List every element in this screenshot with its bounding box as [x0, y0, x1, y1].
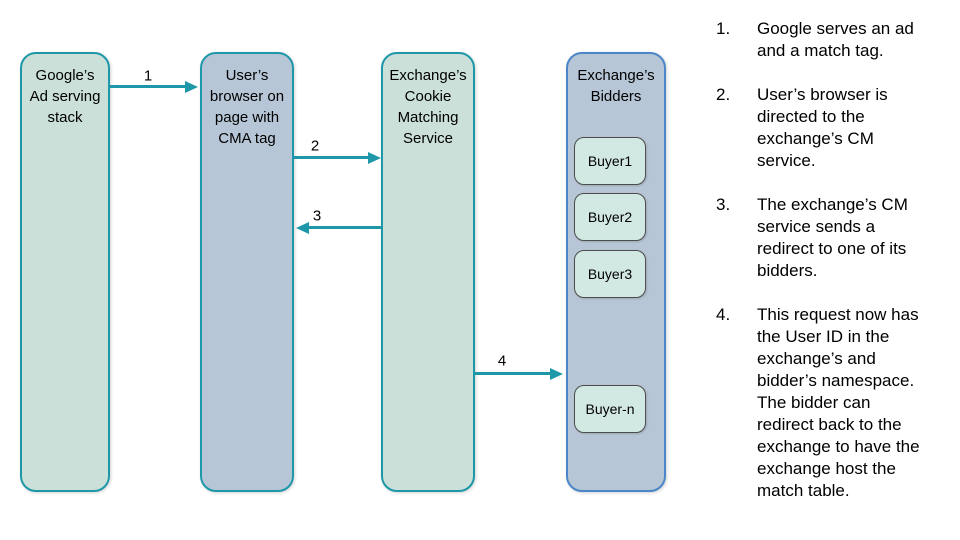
arrow-4-line: [474, 372, 552, 375]
buyer1-label: Buyer1: [587, 153, 633, 169]
step-2-number: 2.: [716, 85, 731, 104]
arrow-3-label: 3: [312, 207, 322, 225]
step-4-text: This request now has the User ID in the …: [757, 305, 920, 500]
buyer-n-box: Buyer-n: [574, 385, 646, 433]
step-3-number: 3.: [716, 195, 731, 214]
arrow-1-line: [110, 85, 186, 88]
arrow-2-line: [294, 156, 370, 159]
buyer3-label: Buyer3: [587, 266, 633, 282]
step-item-4: 4. This request now has the User ID in t…: [716, 304, 952, 502]
step-item-2: 2. User’s browser is directed to the exc…: [716, 84, 952, 172]
step-item-1: 1. Google serves an ad and a match tag.: [716, 18, 952, 62]
buyer-n-label: Buyer-n: [585, 401, 635, 417]
step-3-text: The exchange’s CM service sends a redire…: [757, 195, 908, 280]
arrow-2-label: 2: [310, 137, 320, 155]
arrow-3-head-icon: [296, 221, 309, 234]
step-item-3: 3. The exchange’s CM service sends a red…: [716, 194, 952, 282]
step-4-number: 4.: [716, 305, 731, 324]
node-exchange-bidders-label: Exchange’s Bidders: [577, 67, 655, 105]
node-cookie-matching-service: Exchange’s Cookie Matching Service: [381, 52, 475, 492]
step-1-number: 1.: [716, 19, 731, 38]
buyer2-box: Buyer2: [574, 193, 646, 241]
steps-list: 1. Google serves an ad and a match tag. …: [716, 18, 952, 524]
arrow-4-head-icon: [550, 367, 563, 380]
node-google-ad-stack: Google’s Ad serving stack: [20, 52, 110, 492]
arrow-4-label: 4: [497, 352, 507, 370]
buyer3-box: Buyer3: [574, 250, 646, 298]
arrow-1-label: 1: [143, 67, 153, 85]
buyer1-box: Buyer1: [574, 137, 646, 185]
arrow-2-head-icon: [368, 151, 381, 164]
step-2-text: User’s browser is directed to the exchan…: [757, 85, 888, 170]
arrow-1-head-icon: [185, 80, 198, 93]
node-user-browser-label: User’s browser on page with CMA tag: [209, 67, 285, 147]
arrow-3-line: [307, 226, 381, 229]
step-1-text: Google serves an ad and a match tag.: [757, 19, 914, 60]
node-cookie-matching-service-label: Exchange’s Cookie Matching Service: [389, 67, 467, 147]
node-user-browser: User’s browser on page with CMA tag: [200, 52, 294, 492]
node-google-ad-stack-label: Google’s Ad serving stack: [29, 67, 101, 126]
buyer2-label: Buyer2: [587, 209, 633, 225]
